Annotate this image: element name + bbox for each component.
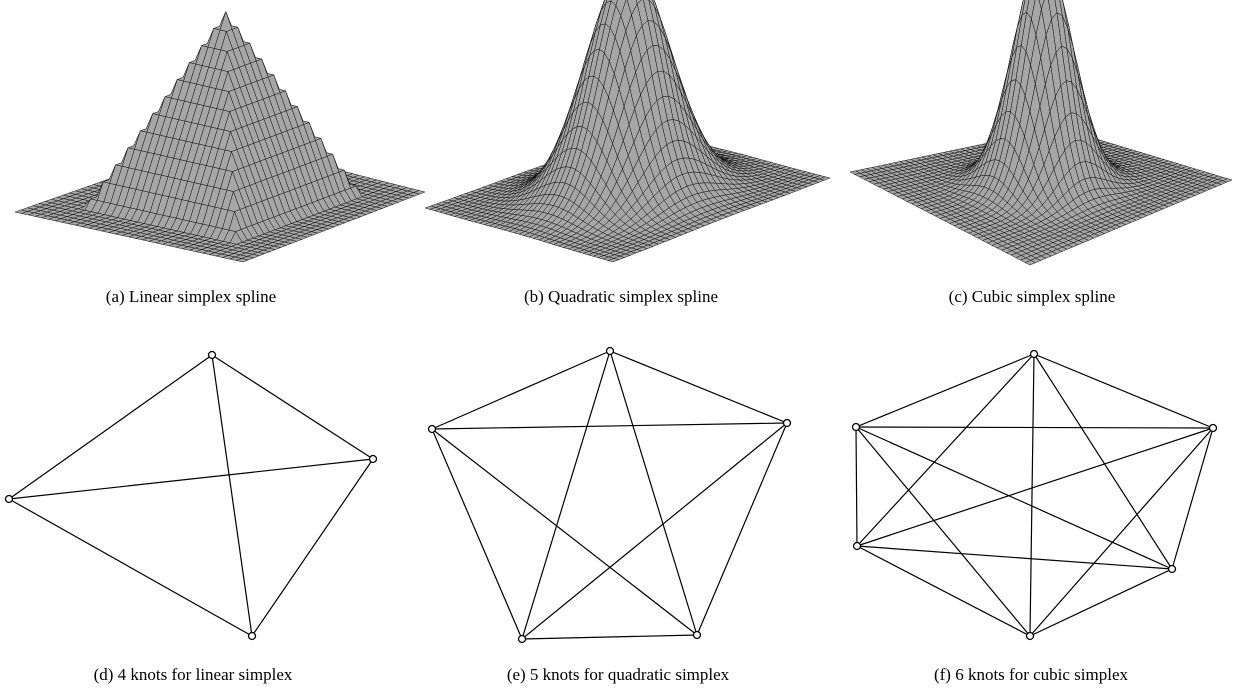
knot-edge bbox=[856, 545, 1173, 570]
caption-d: (d) 4 knots for linear simplex bbox=[93, 665, 293, 684]
knot-edge bbox=[1029, 568, 1173, 637]
knot-edge bbox=[855, 426, 1214, 429]
caption-f: (f) 6 knots for cubic simplex bbox=[933, 665, 1129, 684]
knot-edge bbox=[856, 545, 1031, 637]
knot-edge bbox=[1029, 353, 1035, 637]
knot-edge bbox=[1029, 427, 1214, 637]
knot-point bbox=[852, 541, 862, 551]
caption-c: (c) Cubic simplex spline bbox=[948, 287, 1116, 306]
knot-point bbox=[1025, 631, 1035, 641]
knot-edge bbox=[1033, 353, 1173, 570]
surface-mesh-cell bbox=[235, 258, 250, 263]
caption-e: (e) 5 knots for quadratic simplex bbox=[506, 665, 730, 684]
knot-point bbox=[851, 422, 861, 432]
caption-a: (a) Linear simplex spline bbox=[105, 287, 277, 306]
knot-edge bbox=[1171, 427, 1214, 570]
knot-edge bbox=[1033, 353, 1214, 429]
caption-b: (b) Quadratic simplex spline bbox=[523, 287, 719, 306]
knot-edge bbox=[855, 426, 1173, 570]
knot-edge bbox=[855, 426, 1031, 637]
knot-point bbox=[1029, 349, 1039, 359]
knot-point bbox=[1208, 423, 1218, 433]
knot-edge bbox=[855, 353, 1035, 428]
knot-point bbox=[1167, 564, 1177, 574]
knot-edge bbox=[855, 426, 858, 547]
knot-edge bbox=[856, 427, 1214, 547]
